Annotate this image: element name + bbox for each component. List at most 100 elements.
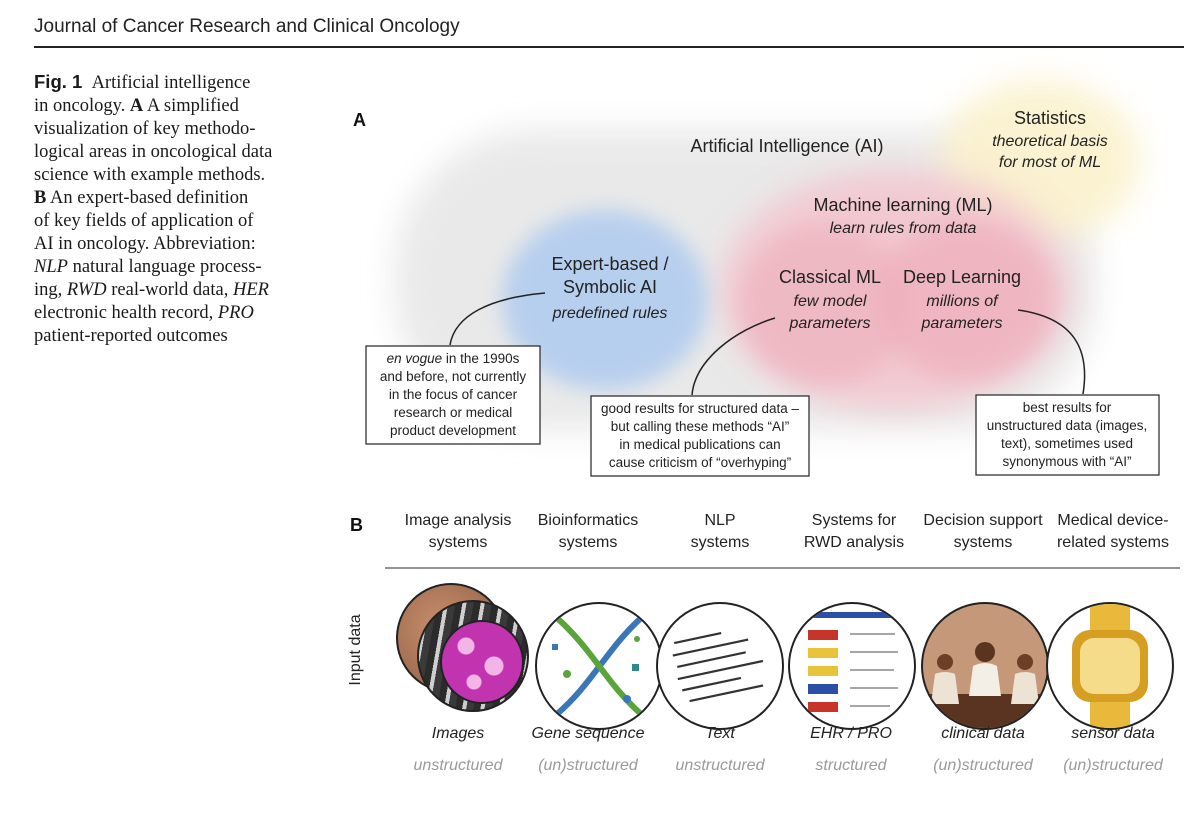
input-label-gene-sequence: Gene sequence — [531, 725, 645, 742]
expert-title: Symbolic AI — [563, 277, 657, 297]
caption-abbr: RWD — [66, 280, 107, 300]
dna-dot — [552, 644, 558, 650]
classical-ml-line: parameters — [789, 315, 871, 332]
person-coat — [1011, 672, 1039, 704]
input-label-images: Images — [431, 725, 485, 742]
dna-dot — [632, 664, 639, 671]
text-line — [673, 631, 722, 645]
input-data-label: Input data — [347, 614, 364, 685]
caption-abbr: HER — [233, 280, 269, 300]
caption-line: An expert-based definition — [49, 188, 249, 208]
classical-ml-line: few model — [794, 293, 867, 310]
structure-label: unstructured — [675, 757, 765, 774]
caption-line: real-world data, — [111, 280, 229, 300]
column-header-medical-device: Medical device-related systems — [1038, 510, 1188, 554]
ehr-graphic — [790, 612, 914, 712]
ehr-tag — [808, 684, 838, 694]
ai-title: Artificial Intelligence (AI) — [690, 136, 883, 156]
annotation-line: synonymous with “AI” — [1002, 454, 1131, 469]
ehr-header-bar — [790, 612, 914, 618]
input-label-text: Text — [705, 725, 735, 742]
connector-classical — [691, 317, 776, 396]
sensor-graphic — [1072, 604, 1148, 728]
caption-abbr: PRO — [217, 303, 254, 323]
figure-caption: Fig. 1 Artificial intelligence in oncolo… — [34, 70, 299, 348]
text-line — [689, 684, 764, 703]
text-line — [672, 638, 749, 657]
text-line — [677, 651, 746, 668]
annotation-line: product development — [390, 423, 516, 438]
dna-dot — [634, 636, 640, 642]
ehr-tag — [808, 666, 838, 676]
column-header-line: Systems for — [811, 512, 897, 529]
annotation-line: good results for structured data – — [601, 401, 800, 416]
structure-label: (un)structured — [933, 757, 1033, 774]
connector-expert — [449, 292, 546, 346]
text-line — [677, 659, 764, 681]
caption-a: A — [129, 96, 144, 116]
region-machine-learning — [720, 170, 1070, 410]
column-header-line: Decision support — [923, 512, 1043, 529]
input-label-sensor-data: sensor data — [1071, 725, 1155, 742]
watch-screen — [1080, 638, 1140, 694]
column-header-line: Bioinformatics — [537, 512, 639, 529]
annotation-text: in the 1990s — [442, 351, 520, 366]
ehr-tag — [808, 630, 838, 640]
header-rule — [34, 46, 1184, 48]
ehr-tag — [808, 648, 838, 658]
expert-title: Expert-based / — [551, 254, 668, 274]
deep-learning-line: millions of — [926, 293, 999, 310]
caption-b: B — [34, 188, 47, 208]
annotation-em: en vogue — [387, 351, 443, 366]
region-expert-ai — [502, 210, 708, 390]
annotation-line: in the focus of cancer — [389, 387, 518, 402]
panel-a-label: A — [353, 110, 366, 130]
structure-label: (un)structured — [1063, 757, 1163, 774]
journal-title: Journal of Cancer Research and Clinical … — [34, 16, 460, 37]
column-header-line: systems — [558, 534, 618, 551]
column-header-line: Medical device- — [1057, 512, 1169, 529]
column-header-line: related systems — [1056, 534, 1170, 551]
caption-line: science with example methods. — [34, 165, 266, 185]
clinical-graphic — [923, 642, 1047, 728]
annotation-line: research or medical — [394, 405, 513, 420]
caption-line: AI in oncology. Abbreviation: — [34, 234, 256, 254]
caption-fig-label: Fig. 1 — [34, 71, 83, 92]
structure-label: (un)structured — [538, 757, 638, 774]
caption-line: electronic health record, — [34, 303, 214, 323]
annotation-line: unstructured data (images, — [987, 418, 1148, 433]
panel-b-label: B — [350, 515, 363, 535]
annotation-box-deep: best results for unstructured data (imag… — [975, 394, 1160, 476]
caption-line: A simplified — [146, 96, 239, 116]
caption-abbr: NLP — [34, 257, 68, 277]
clinician-scene-icon — [921, 602, 1049, 730]
structure-label: unstructured — [413, 757, 503, 774]
ml-subtitle: learn rules from data — [830, 220, 977, 237]
person-coat — [931, 672, 959, 704]
annotation-line: cause criticism of “overhyping” — [609, 455, 791, 470]
caption-line: patient-reported outcomes — [34, 326, 228, 346]
statistics-line: theoretical basis — [992, 133, 1108, 150]
dna-dot — [563, 670, 571, 678]
connector-deep — [1017, 309, 1086, 395]
person-head — [975, 642, 995, 662]
ehr-record-icon — [788, 602, 916, 730]
expert-subtitle: predefined rules — [552, 305, 668, 322]
annotation-line: best results for — [1023, 400, 1112, 415]
person-head — [1017, 654, 1033, 670]
ml-title: Machine learning (ML) — [813, 195, 992, 215]
deep-learning-line: parameters — [921, 315, 1003, 332]
column-header-bioinformatics: Bioinformatics systems — [513, 510, 663, 554]
annotation-line: in medical publications can — [619, 437, 780, 452]
caption-line: ing, — [34, 280, 63, 300]
annotation-box-classical: good results for structured data – but c… — [590, 395, 810, 477]
column-header-line: systems — [690, 534, 750, 551]
statistics-title: Statistics — [1014, 108, 1086, 128]
person-head — [937, 654, 953, 670]
annotation-line: en vogue in the 1990s — [387, 351, 520, 366]
deep-learning-title: Deep Learning — [903, 267, 1021, 287]
